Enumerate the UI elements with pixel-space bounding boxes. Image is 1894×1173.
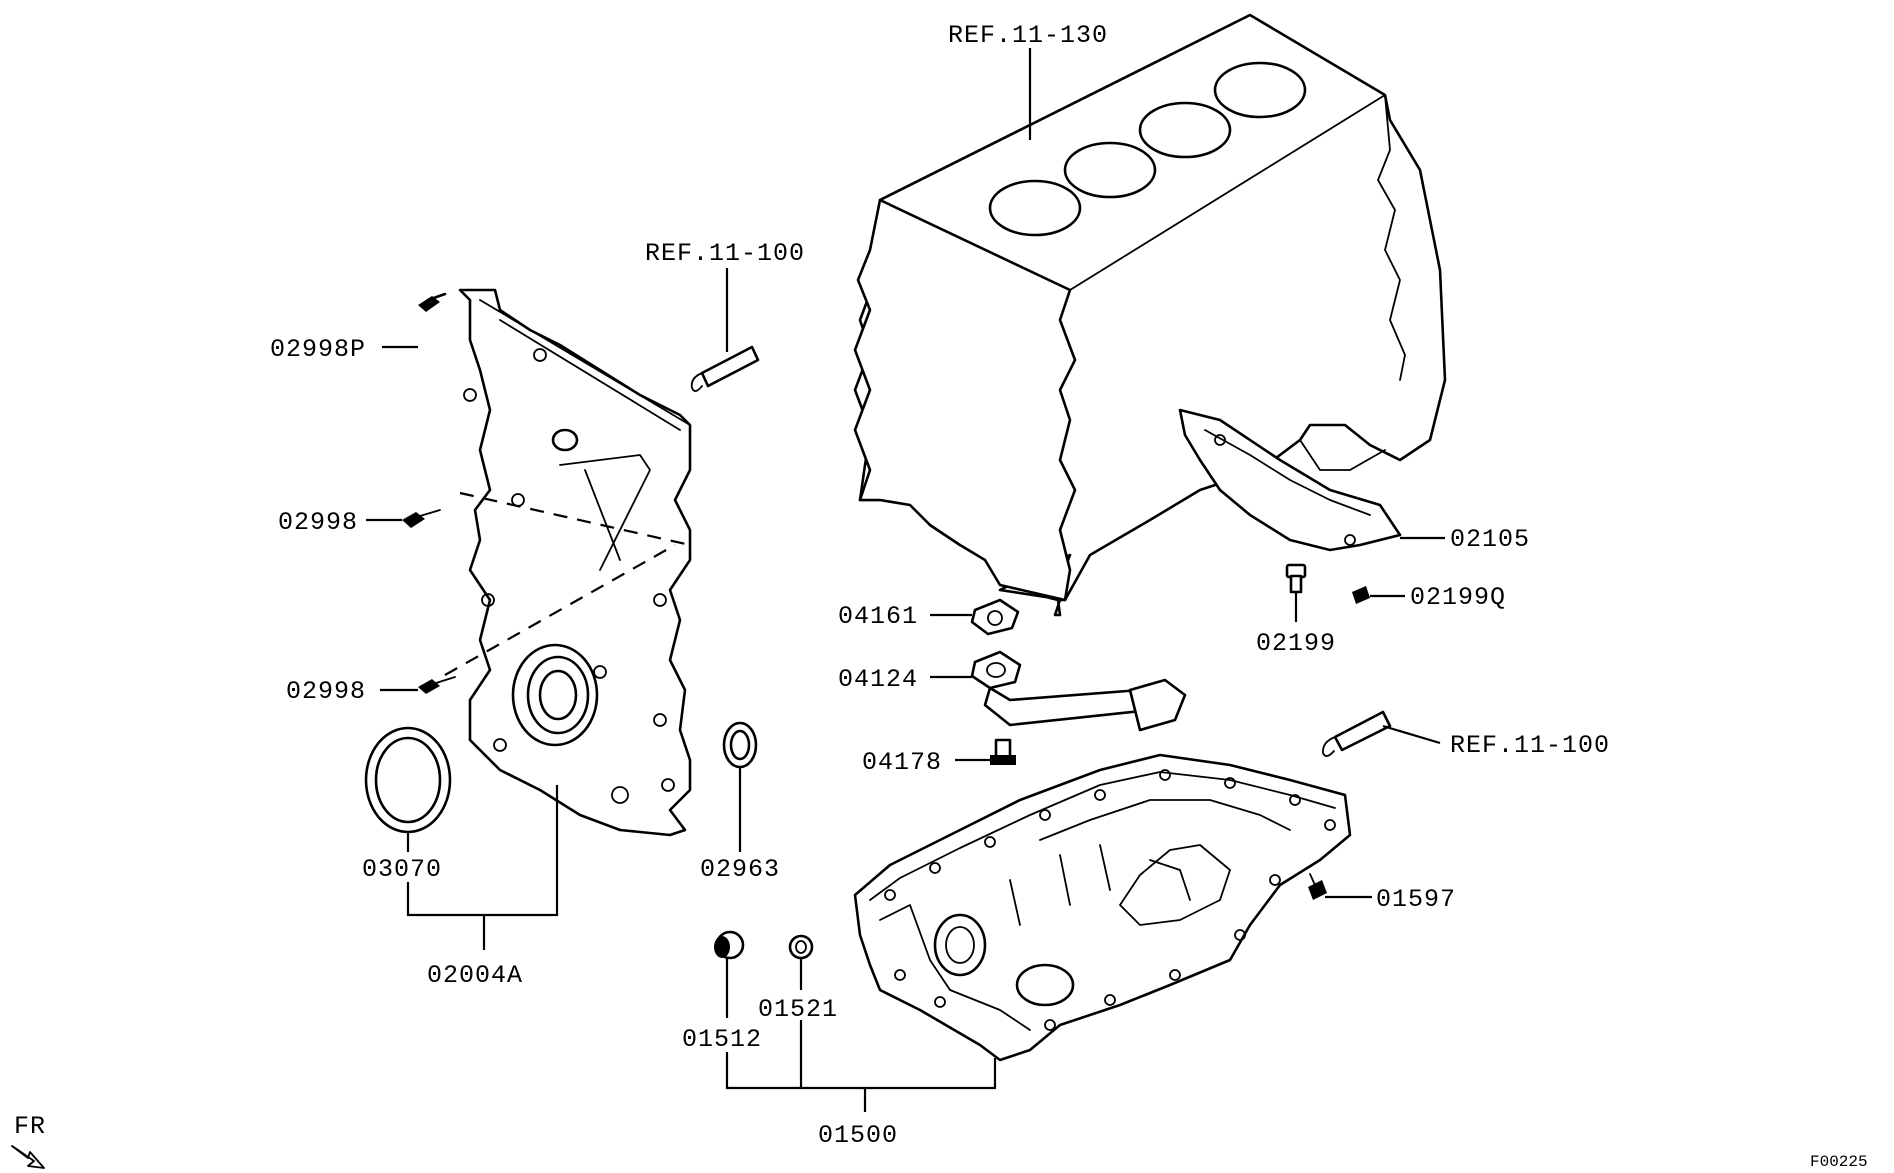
part-02105-label: 02105	[1450, 525, 1530, 554]
part-02998P-label: 02998P	[270, 335, 366, 364]
sealant-tube-icon	[1322, 710, 1392, 757]
o-ring-02963-icon	[722, 721, 758, 769]
part-01597-label: 01597	[1376, 885, 1456, 914]
part-04161-label: 04161	[838, 602, 918, 631]
oil-strainer-04124-icon	[970, 650, 1187, 732]
bolt-02998P-icon	[418, 292, 447, 312]
gasket-01521-icon	[788, 934, 814, 960]
oil-pan	[853, 753, 1352, 1062]
ref-11-130-label: REF.11-130	[948, 21, 1108, 50]
sealant-tube-icon	[690, 345, 760, 392]
part-04124-label: 04124	[838, 665, 918, 694]
drain-plug-01512-icon	[714, 930, 745, 960]
bracket-01500	[725, 1020, 997, 1112]
part-04178-label: 04178	[862, 748, 942, 777]
gasket-04161-icon	[970, 598, 1020, 636]
bolt-02199Q-icon	[1352, 586, 1370, 604]
figure-id: F00225	[1810, 1153, 1868, 1171]
part-01512-label: 01512	[682, 1025, 762, 1054]
part-02004A-label: 02004A	[427, 961, 523, 990]
front-direction-arrow-icon	[11, 1145, 45, 1169]
part-02199Q-label: 02199Q	[1410, 583, 1506, 612]
bolt-leader-upper	[459, 491, 691, 547]
bolt-01597-icon	[1308, 873, 1327, 900]
front-direction-indicator: FR	[11, 1112, 46, 1169]
bolt-02199-icon	[1285, 563, 1307, 594]
part-01521-label: 01521	[758, 995, 838, 1024]
part-02199-label: 02199	[1256, 629, 1336, 658]
bolt-leader-lower	[444, 544, 676, 676]
part-02963-label: 02963	[700, 855, 780, 884]
leader-ref-11-100-right	[1382, 724, 1441, 745]
oil-seal-03070-icon	[364, 726, 452, 834]
part-03070-label: 03070	[362, 855, 442, 884]
bolt-02998-lower-icon	[418, 676, 456, 694]
bolt-04178-icon	[990, 738, 1016, 765]
ref-11-100-top-label: REF.11-100	[645, 239, 805, 268]
engine-block	[853, 13, 1447, 617]
part-01500-label: 01500	[818, 1121, 898, 1150]
front-direction-label: FR	[14, 1112, 46, 1141]
bolt-02998-upper-icon	[402, 509, 441, 528]
ref-11-100-right-label: REF.11-100	[1450, 731, 1610, 760]
bracket-02004A	[406, 785, 559, 950]
part-02998-upper-label: 02998	[278, 508, 358, 537]
crank-baffle-02105	[1178, 408, 1402, 552]
part-02998-lower-label: 02998	[286, 677, 366, 706]
timing-chain-case	[458, 288, 692, 837]
